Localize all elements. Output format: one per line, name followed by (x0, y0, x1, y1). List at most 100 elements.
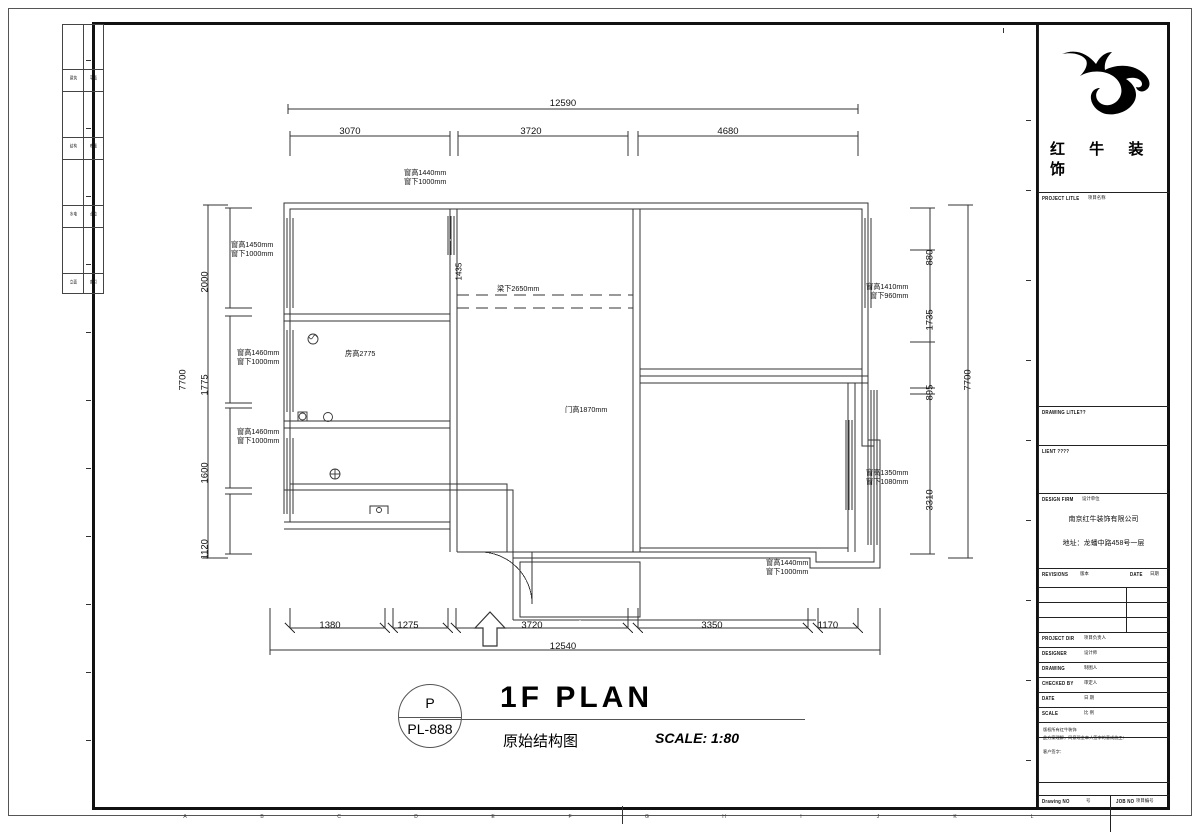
tb-label-scale: SCALE (1042, 710, 1059, 717)
note-top-window-line1: 窗高1440mm (404, 168, 447, 177)
plan-scale: SCALE: 1:80 (655, 730, 740, 746)
note-bottom-window-line1: 窗高1440mm (766, 558, 809, 567)
edge-letter: H (722, 814, 726, 820)
dim-right-seg-4: 3310 (924, 489, 936, 511)
tb-cjk-date: 日 期 (1084, 695, 1095, 700)
tb-label-job-no: JOB NO (1116, 798, 1135, 805)
edge-letter: K (953, 814, 957, 820)
index-cell: 水电 (69, 211, 78, 217)
copyright-line1: 版权所有红牛装饰 (1043, 727, 1077, 732)
tb-label-project-title: PROJECT LITLE (1042, 195, 1080, 202)
tb-label-date: DATE (1042, 695, 1055, 702)
dim-inner-1435: 1435 (454, 262, 464, 281)
tb-cjk-date-rev: 日期 (1150, 571, 1159, 576)
tb-label-designer: DESIGNER (1042, 650, 1067, 657)
index-cell: 建筑 (69, 75, 78, 81)
dim-bottom-seg-1: 1380 (319, 620, 341, 631)
dim-right-seg-2: 1735 (924, 309, 936, 331)
note-door-height: 门高1870mm (565, 405, 608, 414)
note-right-window1-line2: 窗下960mm (870, 291, 909, 300)
firm-address: 地址：龙蟠中路458号一层 (1062, 540, 1145, 547)
note-right-window1-line1: 窗高1410mm (866, 282, 909, 291)
edge-letter: F (568, 814, 572, 820)
entrance-arrow-icon (473, 611, 507, 647)
index-cell: 布置 (89, 143, 98, 149)
note-top-window-line2: 窗下1000mm (404, 177, 447, 186)
note-bottom-window-line2: 窗下1000mm (766, 567, 809, 576)
logo-brand-line1: 红 牛 装 (1050, 141, 1154, 158)
edge-letter: E (491, 814, 495, 820)
dim-right-seg-3: 895 (924, 384, 936, 401)
tb-cjk-design-firm: 设计单位 (1082, 496, 1100, 501)
copyright-line2: 此方案理解，同意现金本人签字的意成施工： (1043, 735, 1127, 740)
bottom-center-divider (622, 806, 623, 824)
tb-label-drawing-title: DRAWING LITLE?? (1042, 409, 1086, 416)
dim-right-total: 7700 (962, 369, 974, 391)
note-left-window3-line1: 窗高1460mm (237, 427, 280, 436)
index-cell: 点位 (89, 211, 98, 217)
note-right-window2-line1: 窗高1350mm (866, 468, 909, 477)
plan-title: 1F PLAN (500, 681, 654, 714)
dim-left-total: 7700 (177, 369, 189, 391)
tb-cjk-revisions: 版本 (1080, 571, 1089, 576)
index-cell: 结构 (69, 143, 78, 149)
tb-cjk-project-title: 项目名称 (1088, 195, 1106, 200)
index-cell: 索引 (89, 279, 98, 285)
tb-label-client: LIENT ???? (1042, 448, 1070, 455)
edge-letter: J (876, 814, 880, 820)
tag-letter: P (425, 695, 435, 711)
plan-subtitle: 原始结构图 (503, 733, 579, 750)
dim-left-seg-3: 1600 (199, 462, 211, 484)
tb-cjk-designer: 设计师 (1084, 650, 1098, 655)
edge-letter: A (183, 814, 187, 820)
note-left-window3-line2: 窗下1000mm (237, 436, 280, 445)
tb-cjk-scale: 比 例 (1084, 710, 1095, 715)
tb-cjk-drawing-no: 号 (1086, 798, 1091, 803)
dim-right-seg-1: 880 (924, 249, 936, 266)
dim-left-seg-2: 1775 (199, 374, 211, 396)
sheet-outer-border (8, 8, 1192, 816)
dim-bottom-total: 12540 (549, 641, 577, 652)
floor-plan-drawing (203, 104, 973, 655)
tb-cjk-job-no: 项目编号 (1136, 798, 1154, 803)
tb-label-drawing: DRAWING (1042, 665, 1065, 672)
tb-cjk-project-dir: 项目负责人 (1084, 635, 1106, 640)
dim-bottom-seg-3: 3720 (521, 620, 543, 631)
title-block: PROJECT LITLE 项目名称 DRAWING LITLE?? LIENT… (1036, 25, 1169, 832)
index-strip: 建筑 平面 结构 布置 水电 点位 立面 索引 (62, 24, 104, 294)
tb-label-revisions: REVISIONS (1042, 571, 1069, 578)
dim-bottom-seg-4: 3350 (701, 620, 723, 631)
title-underline (420, 719, 805, 720)
dim-bottom-seg-5: 1170 (817, 620, 839, 631)
tb-label-checked-by: CHECKED BY (1042, 680, 1074, 687)
dim-bottom-seg-2: 1275 (397, 620, 419, 631)
note-left-window1-line1: 窗高1450mm (231, 240, 274, 249)
fixture-symbols (297, 333, 382, 513)
edge-letter: G (645, 814, 649, 820)
copyright-line3: 客户签字： (1043, 749, 1064, 754)
edge-letter: L (1030, 814, 1034, 820)
drawing-tag-circle: P PL-888 (398, 684, 462, 748)
note-beam-height: 梁下2650mm (497, 284, 540, 293)
tb-cjk-drawing: 制图人 (1084, 665, 1098, 670)
tb-label-date-rev: DATE (1130, 571, 1143, 578)
tb-label-design-firm: DESIGN FIRM (1042, 496, 1074, 503)
note-right-window2-line2: 窗下1080mm (866, 477, 909, 486)
logo-brand-line2: 饰 (1050, 161, 1076, 178)
index-cell: 平面 (89, 75, 98, 81)
tag-number: PL-888 (407, 721, 453, 737)
note-left-window2-line1: 窗高1460mm (237, 348, 280, 357)
dim-left-seg-4: 1120 (199, 539, 211, 560)
dim-top-total: 12590 (549, 98, 577, 109)
edge-letter: D (414, 814, 418, 820)
edge-letter: C (337, 814, 341, 820)
bull-logo-icon (1062, 51, 1150, 115)
tb-label-drawing-no: Drawing NO (1042, 798, 1070, 805)
sheet-inner-border (92, 22, 1170, 810)
edge-letter: I (800, 814, 802, 820)
note-left-window1-line2: 窗下1000mm (231, 249, 274, 258)
note-left-window2-line2: 窗下1000mm (237, 357, 280, 366)
dim-left-seg-1: 2000 (199, 271, 211, 293)
note-room-height: 房高2775 (345, 349, 376, 358)
dim-top-seg-1: 3070 (339, 126, 361, 137)
